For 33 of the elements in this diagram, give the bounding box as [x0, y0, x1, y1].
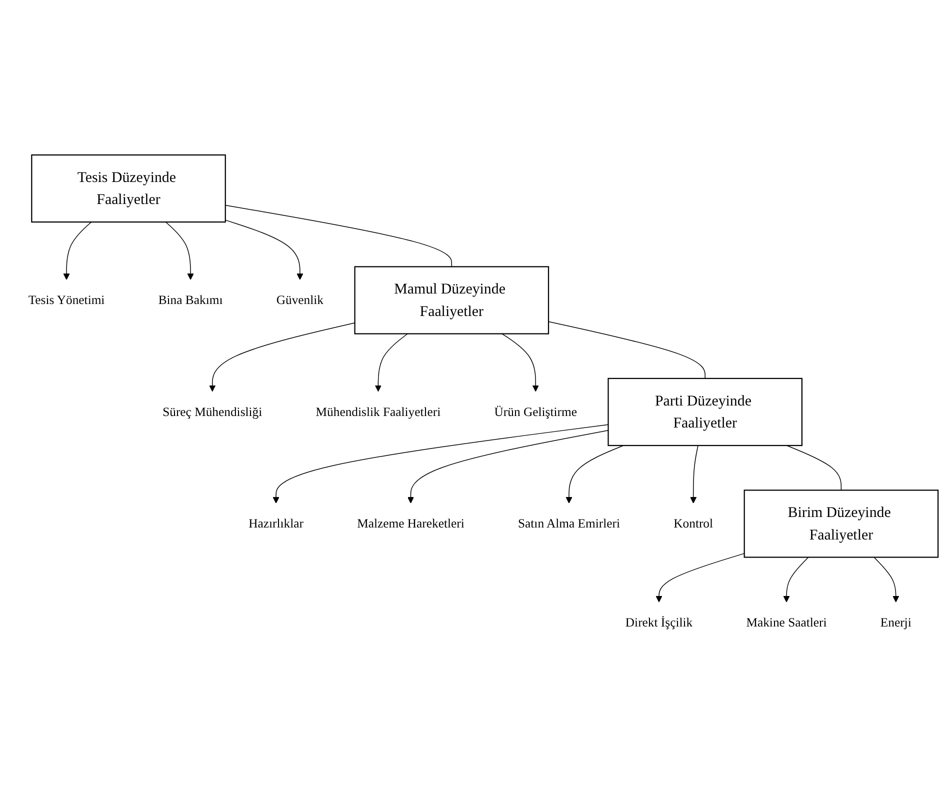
arrow — [63, 222, 92, 280]
arrow — [374, 333, 408, 392]
node-text: Direkt İşçilik — [625, 615, 693, 630]
node-text: Mühendislik Faaliyetleri — [316, 404, 441, 419]
connector — [786, 445, 842, 490]
arrow — [225, 220, 304, 280]
node-box: Parti Düzeyinde Faaliyetler — [608, 378, 802, 446]
node-text: Enerji — [880, 615, 912, 630]
node-text: Satın Alma Emirleri — [518, 516, 620, 530]
arrow — [874, 556, 900, 602]
node-text: Makine Saatleri — [746, 615, 827, 630]
arrow — [783, 556, 809, 602]
node-text: Ürün Geliştirme — [494, 404, 577, 419]
node-text: Tesis Yönetimi — [28, 292, 105, 307]
arrow — [272, 424, 609, 504]
node-text: Süreç Mühendisliği — [162, 404, 262, 419]
node-box: Mamul Düzeyinde Faaliyetler — [354, 266, 550, 334]
arrow — [407, 430, 609, 504]
arrow — [656, 552, 745, 602]
node-text: Bina Bakımı — [158, 292, 223, 307]
node-box: Tesis Düzeyinde Faaliyetler — [31, 154, 226, 222]
arrow — [690, 445, 698, 504]
arrow — [566, 445, 624, 504]
node-text: Güvenlik — [276, 292, 324, 307]
node-text: Malzeme Hareketleri — [357, 516, 464, 530]
node-box: Birim Düzeyinde Faaliyetler — [744, 490, 939, 558]
arrow — [209, 322, 356, 392]
node-text: Kontrol — [674, 516, 714, 530]
node-text: Hazırlıklar — [248, 516, 304, 530]
connector — [225, 204, 452, 267]
arrow — [165, 222, 194, 280]
arrow — [502, 333, 539, 392]
connector — [548, 321, 706, 379]
